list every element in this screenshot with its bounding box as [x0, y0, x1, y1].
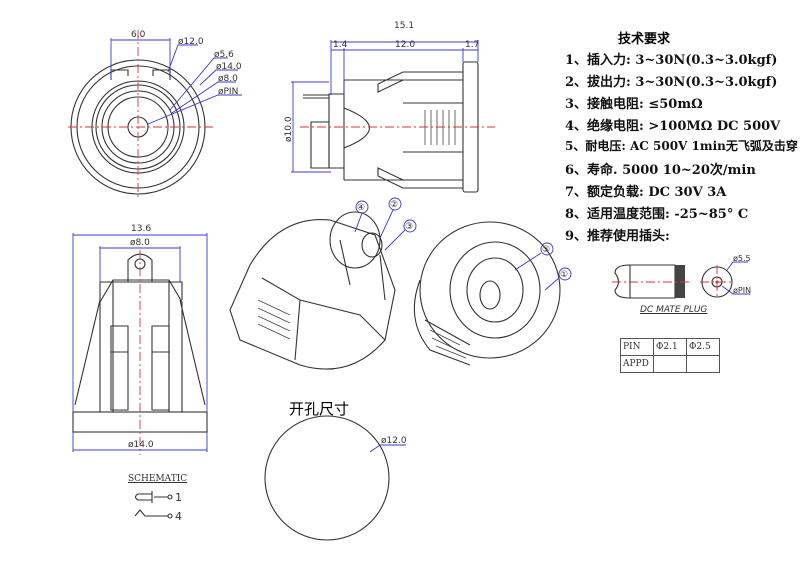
pin-4-label: 4 [175, 510, 182, 523]
spec-item: 5、耐电压: AC 500V 1min无飞弧及击穿 [565, 139, 798, 153]
callout-2: ② [390, 200, 398, 210]
table-cell [653, 355, 687, 373]
dim-1-4: 1.4 [333, 40, 348, 50]
spec-item: 7、额定负载: DC 30V 3A [565, 185, 727, 200]
spec-item: 9、推荐使用插头: [565, 229, 670, 244]
spec-heading: 技术要求 [618, 32, 671, 47]
isometric-view-front: ⑤ ① [413, 221, 572, 366]
callout-1: ① [560, 270, 568, 280]
table-cell: PIN [620, 338, 654, 356]
table-cell: APPD [620, 355, 654, 373]
panel-hole: ø12.0 [264, 415, 407, 541]
schematic-symbols: 1 4 [134, 491, 182, 523]
side-view: 15.1 1.4 12.0 1.7 ø10.0 [284, 21, 495, 193]
table-cell [686, 355, 720, 373]
dc-mate-plug: ø5.5 øPIN [612, 254, 751, 299]
bottom-view: 13.6 ø8.0 ø14.0 [72, 224, 208, 455]
table-row: PIN Φ2.1 Φ2.5 [620, 338, 720, 356]
spec-item: 8、适用温度范围: -25~85° C [565, 207, 749, 222]
spec-item: 2、拔出力: 3~30N(0.3~3.0kgf) [565, 75, 778, 90]
dim-d12: ø12.0 [178, 37, 204, 47]
dim-d8: ø8.0 [218, 74, 238, 84]
table-row: APPD [620, 355, 720, 373]
dim-6-0: 6.0 [131, 30, 146, 40]
hole-dim: ø12.0 [381, 436, 407, 446]
dim-d5-6: ø5.6 [214, 50, 234, 60]
table-cell: Φ2.5 [686, 338, 720, 356]
spec-item: 1、插入力: 3~30N(0.3~3.0kgf) [565, 53, 778, 68]
dim-d10: ø10.0 [284, 116, 294, 142]
callout-5: ⑤ [542, 245, 550, 255]
hole-title: 开孔尺寸 [289, 400, 350, 418]
dim-13-6: 13.6 [131, 224, 151, 234]
pin-table: PIN Φ2.1 Φ2.5 APPD [620, 338, 720, 373]
plug-dim-d5-5: ø5.5 [733, 254, 751, 263]
spec-item: 3、接触电阻: ≤50mΩ [565, 97, 703, 112]
dim-d8-bottom: ø8.0 [130, 238, 150, 248]
isometric-view-rear: ④ ② ③ [229, 197, 417, 370]
dim-d14-bottom: ø14.0 [128, 440, 154, 450]
pin-1-label: 1 [175, 491, 182, 504]
spec-item: 4、绝缘电阻: >100MΩ DC 500V [565, 119, 781, 134]
dim-d14: ø14.0 [216, 62, 242, 72]
schematic-title: SCHEMATIC [128, 474, 188, 484]
callout-4: ④ [357, 203, 365, 213]
plug-dim-dpin: øPIN [733, 286, 751, 295]
plug-caption: DC MATE PLUG [640, 305, 708, 315]
spec-item: 6、寿命. 5000 10~20次/min [565, 163, 756, 178]
dim-15-1: 15.1 [394, 21, 414, 31]
table-cell: Φ2.1 [653, 338, 687, 356]
callout-3: ③ [405, 222, 413, 232]
front-view: 6.0 ø12.0 ø5.6 ø14.0 ø8.0 øPIN [68, 30, 242, 200]
dim-dpin: øPIN [218, 87, 238, 97]
dim-12-0: 12.0 [395, 40, 415, 50]
dim-1-7: 1.7 [465, 40, 479, 50]
